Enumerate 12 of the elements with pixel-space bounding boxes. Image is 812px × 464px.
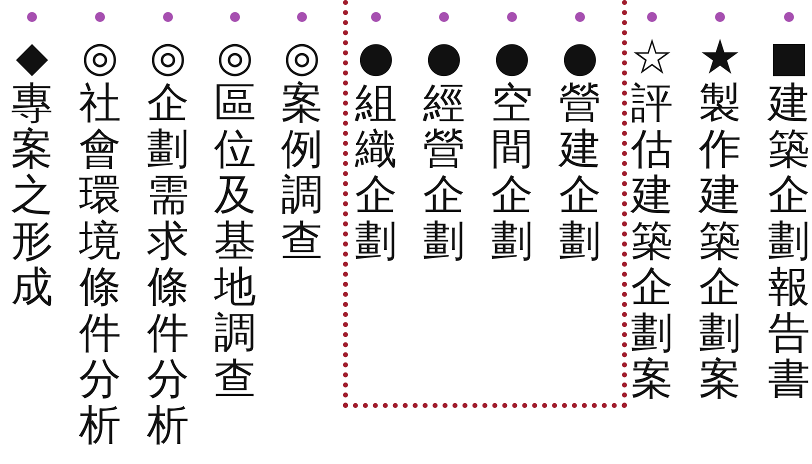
vertical-text-column: ◎案例調查 [279, 34, 325, 264]
vertical-text-column: ☆評估建築企劃案 [629, 34, 675, 402]
vertical-text-column: ◎區位及基地調查 [212, 34, 258, 402]
vertical-text-column: ●經營企劃 [419, 34, 469, 264]
vertical-text-column: ◎社會環境條件分析 [77, 34, 123, 448]
vertical-text-column: ◆專案之形成 [9, 34, 55, 310]
vertical-text-column: ★製作建築企劃案 [697, 34, 743, 402]
vertical-text-column: ◎企劃需求條件分析 [145, 34, 191, 448]
vertical-text-column: ■建築企劃報告書 [766, 34, 812, 402]
vertical-text-column: ●空間企劃 [487, 34, 537, 264]
vertical-text-column: ●組織企劃 [351, 34, 401, 264]
vertical-text-column: ●營建企劃 [555, 34, 605, 264]
